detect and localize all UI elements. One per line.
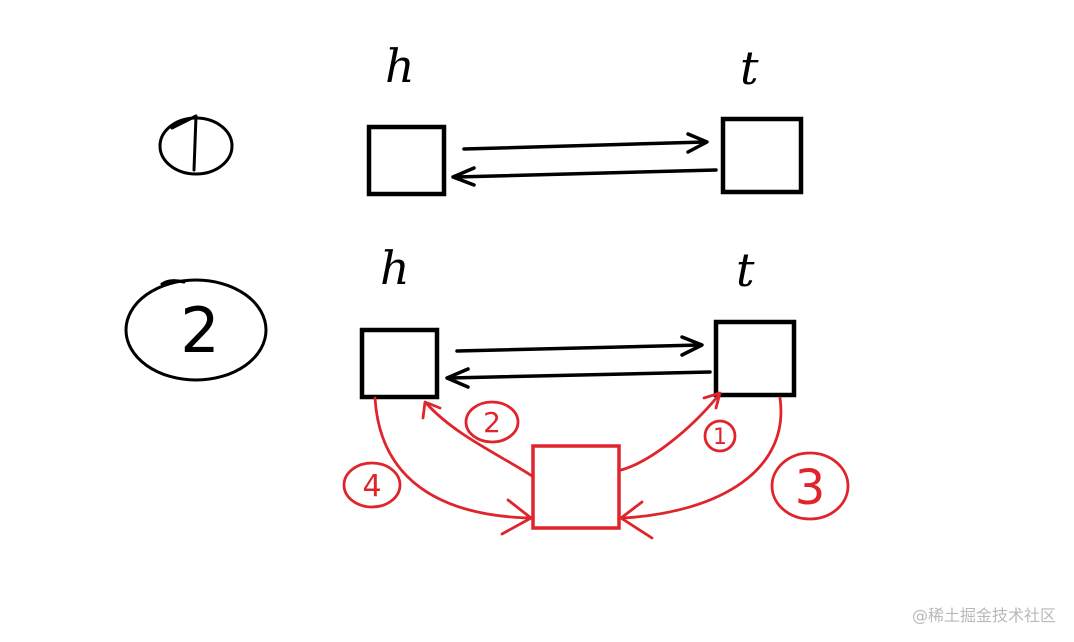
step-2-tail-label: t [736, 243, 755, 297]
red-link-2 [425, 402, 534, 478]
step-2-backward-arrow [448, 370, 712, 380]
red-step-2-circle [464, 400, 520, 444]
step-2-circle-overlap [160, 279, 186, 286]
red-link-1 [619, 394, 720, 472]
red-step-3-circle [770, 451, 850, 521]
red-step-2-number: 2 [483, 406, 501, 439]
step-2-backward-arrowhead [445, 367, 470, 389]
step-1-digit-stroke [170, 114, 198, 172]
red-link-4 [373, 396, 530, 520]
step-2-group: 2 h t 1 2 3 4 [124, 241, 850, 540]
step-1-head-node [366, 124, 447, 197]
step-1-tail-node [720, 116, 804, 195]
red-step-1-circle [703, 419, 737, 453]
step-2-head-node [359, 327, 440, 400]
step-1-forward-arrowhead [686, 132, 709, 154]
step-1-head-label: h [385, 39, 415, 93]
step-1-backward-arrow [454, 168, 718, 179]
step-2-circle [124, 278, 268, 382]
red-step-3-number: 3 [795, 460, 826, 516]
red-link-1-arrowhead [702, 391, 722, 410]
red-link-2-arrowhead [421, 400, 442, 420]
step-1-tail-label: t [740, 41, 759, 95]
step-2-tail-node [713, 319, 797, 398]
red-link-3-arrowhead [619, 500, 654, 540]
red-link-4-arrowhead [500, 498, 533, 536]
step-2-forward-arrow [455, 343, 702, 353]
red-step-1-number: 1 [713, 425, 727, 450]
step-2-number: 2 [180, 294, 219, 367]
new-node [531, 444, 621, 530]
red-step-4-circle [342, 461, 402, 509]
step-2-head-label: h [380, 241, 410, 295]
red-step-4-number: 4 [362, 469, 381, 504]
step-1-forward-arrow [462, 140, 707, 151]
watermark: @稀土掘金技术社区 [911, 606, 1056, 625]
red-link-3 [622, 396, 783, 520]
step-1-backward-arrowhead [451, 166, 476, 187]
step-1-group: 1 h t [158, 39, 804, 197]
step-2-forward-arrowhead [680, 335, 704, 357]
